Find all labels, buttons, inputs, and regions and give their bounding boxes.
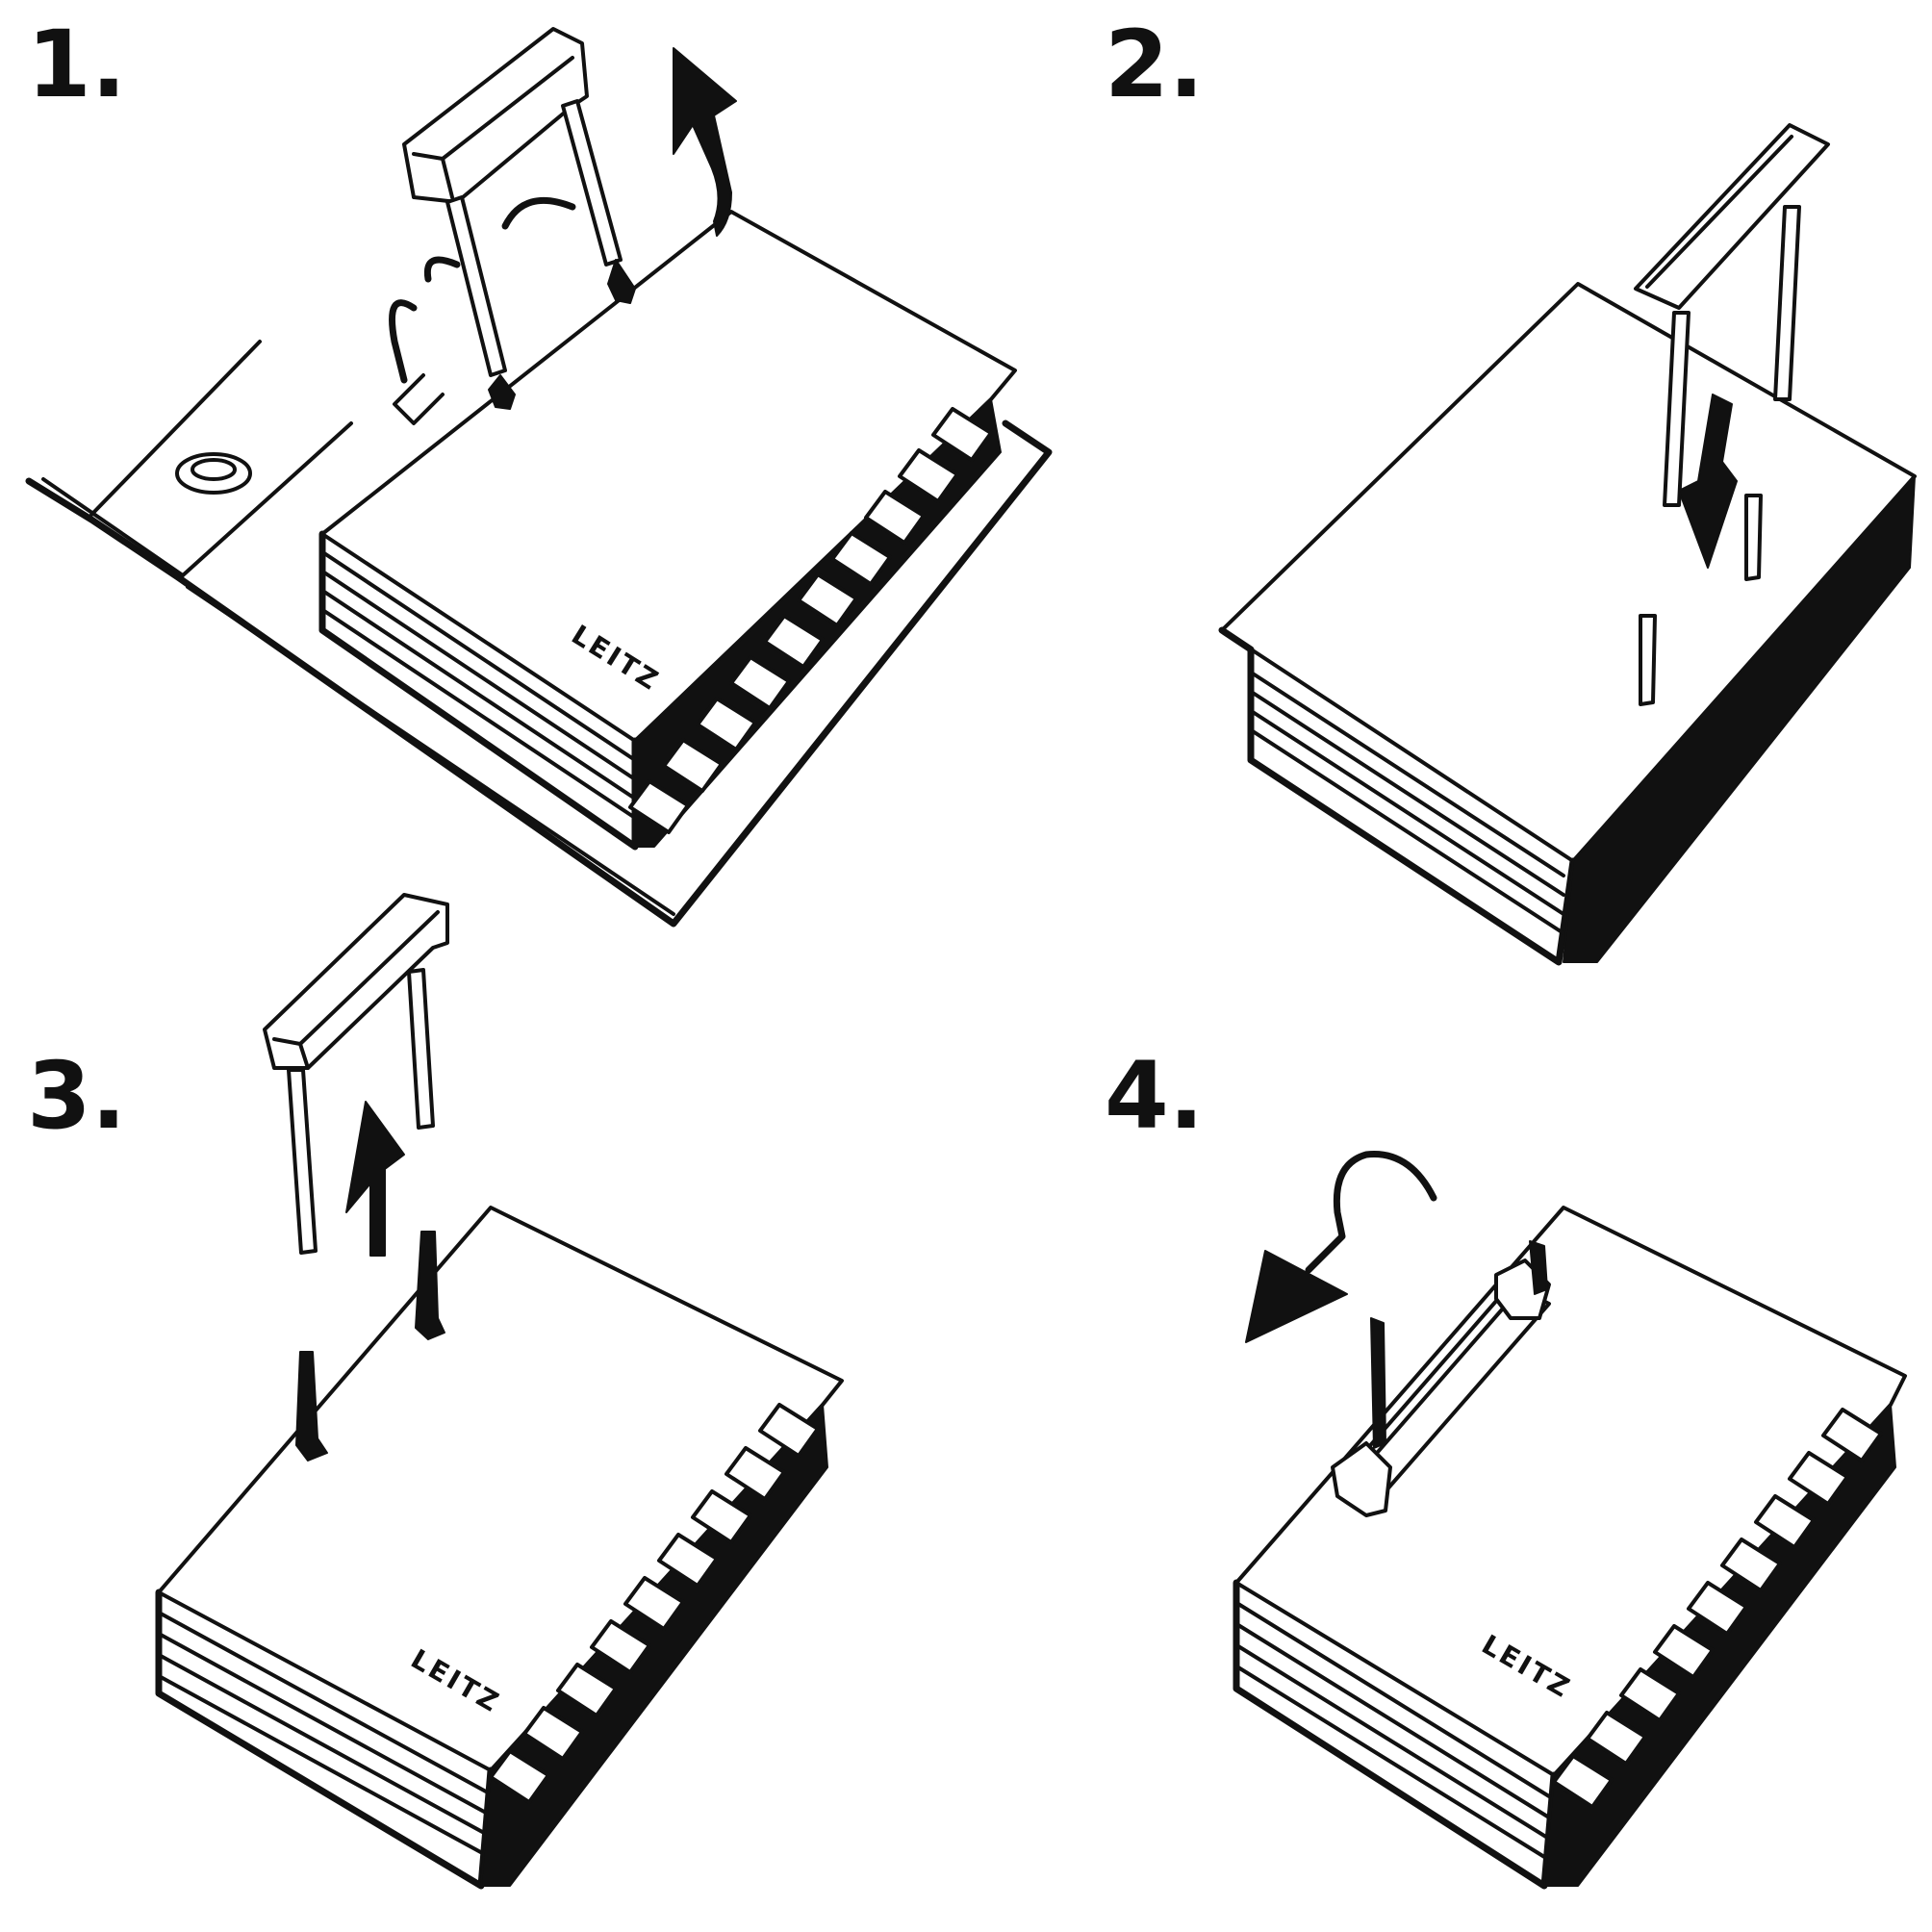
clip-lifted bbox=[263, 893, 449, 1255]
step-1-label: 1. bbox=[27, 11, 126, 118]
step-2-label: 2. bbox=[1105, 11, 1204, 118]
index-tabs bbox=[489, 1403, 820, 1804]
step-4-label: 4. bbox=[1105, 1042, 1204, 1150]
arrow-down-icon bbox=[1678, 394, 1738, 569]
paper-stack: LEITZ bbox=[318, 210, 1017, 851]
step-3-panel: 3. LEITZ bbox=[27, 893, 844, 1890]
arrow-up-icon bbox=[345, 1101, 405, 1257]
step-3-label: 3. bbox=[27, 1042, 126, 1150]
paper-stack: LEITZ bbox=[155, 1206, 844, 1890]
clip-lifted bbox=[389, 27, 636, 425]
step-1-panel: 1. bbox=[25, 11, 1053, 928]
curved-arrow-icon bbox=[1245, 1151, 1437, 1343]
index-tabs bbox=[1552, 1408, 1883, 1809]
paper-stack: LEITZ bbox=[1233, 1206, 1907, 1890]
index-tabs bbox=[628, 407, 993, 834]
ring-hole-icon bbox=[175, 452, 252, 495]
clip-closed bbox=[1331, 1240, 1551, 1517]
arrow-up-icon bbox=[673, 47, 737, 237]
clip-hovering bbox=[1634, 123, 1830, 507]
paper-stack bbox=[1218, 282, 1917, 966]
binder-board bbox=[25, 340, 1053, 928]
step-4-panel: 4. LEITZ bbox=[1105, 1042, 1907, 1890]
step-2-panel: 2. bbox=[1105, 11, 1917, 966]
